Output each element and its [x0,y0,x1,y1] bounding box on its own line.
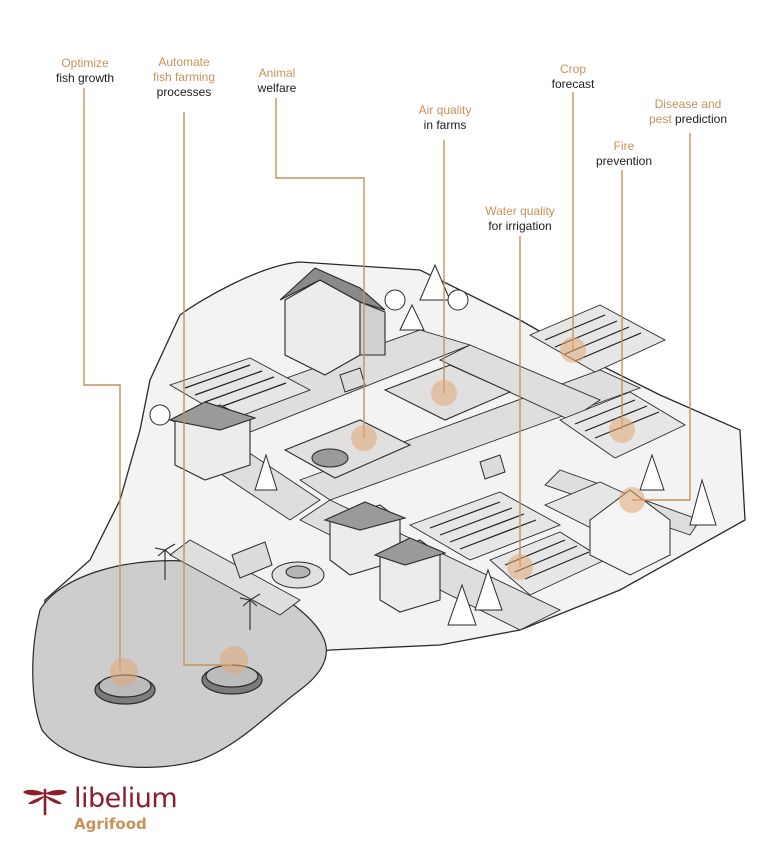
label-line: Animal [258,66,296,80]
label-line: fish growth [55,71,115,85]
trees [149,263,717,626]
label-word: prediction [675,112,728,126]
dragonfly-icon [23,788,67,816]
barn [279,267,386,376]
label-line: Water quality [485,204,555,218]
label-line: in farms [423,118,467,132]
vehicles [231,367,506,579]
connector-lines [83,88,691,670]
label-line: Automate [158,55,210,69]
label-line: for irrigation [488,219,552,233]
label-line: welfare [257,81,297,95]
fountain [271,561,325,589]
label-crop-forecast: Crop forecast [540,62,606,92]
label-water-quality: Water quality for irrigation [470,204,570,234]
label-line: fish farming [152,70,216,84]
label-line: forecast [551,77,595,91]
brand-name: libelium [74,783,178,814]
label-fire-prevention: Fire prevention [586,139,662,169]
palm-trees [154,543,261,630]
label-animal-welfare: Animal welfare [248,66,306,96]
label-word: pest [648,112,672,126]
label-line: Crop [559,62,586,76]
label-line: processes [156,85,212,99]
sensor-markers [110,337,645,686]
fish-tanks [94,664,263,705]
label-line: Disease and [654,97,722,111]
label-line: Air quality [418,103,472,117]
label-line: Fire [613,139,635,153]
label-automate-fish-farming: Automate fish farming processes [146,55,222,100]
brand-sub: Agrifood [74,815,147,833]
label-air-quality: Air quality in farms [405,103,485,133]
houses [168,401,447,613]
label-line: Optimize [61,56,109,70]
label-disease-pest: Disease and pest prediction [640,97,736,127]
label-line: prevention [595,154,653,168]
label-optimize-fish-growth: Optimize fish growth [50,56,120,86]
